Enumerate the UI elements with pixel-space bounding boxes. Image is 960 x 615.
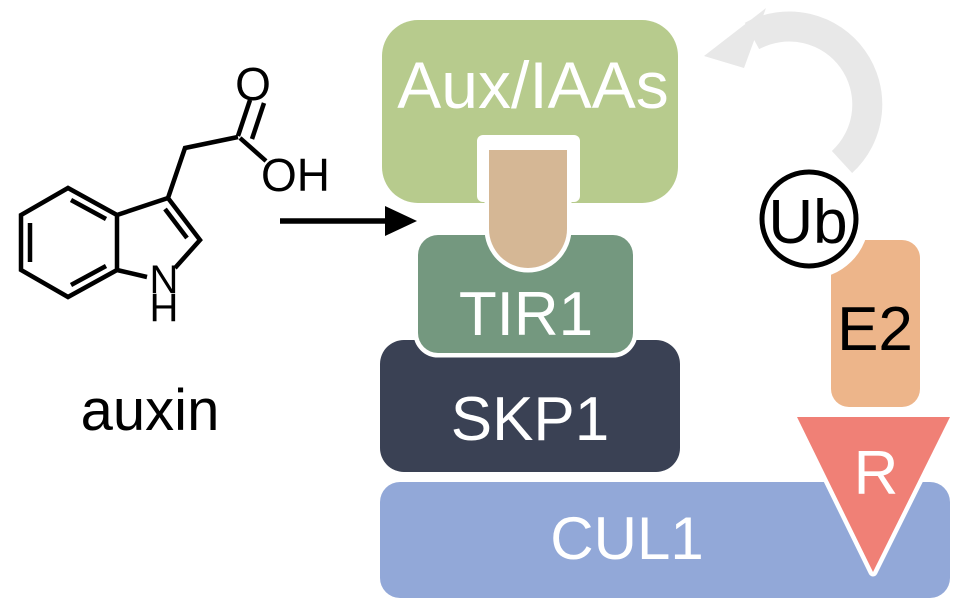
atom-label-h: H	[150, 286, 179, 330]
tir1-label: TIR1	[459, 280, 593, 349]
e2-label: E2	[837, 295, 913, 364]
auxin-label: auxin	[81, 378, 220, 443]
ub-label: Ub	[768, 188, 847, 257]
benzene-double-bond-bottom	[69, 264, 108, 287]
rbx-triangle	[792, 412, 955, 577]
carbonyl-bond-2	[249, 102, 267, 140]
atom-label-n: N	[150, 258, 179, 302]
acetic-acid-chain	[165, 134, 239, 199]
reaction-arrow-head	[385, 206, 417, 236]
benzene-ring	[18, 185, 120, 300]
carbonyl-bond-1	[235, 99, 253, 137]
pyrrole-ring	[116, 195, 203, 280]
skp1-label: SKP1	[451, 385, 610, 454]
cul1-label: CUL1	[550, 505, 703, 572]
auxin-molecule	[18, 99, 268, 300]
atom-labels: O OH N H	[150, 58, 330, 330]
aux-iaa-label: Aux/IAAs	[397, 48, 668, 122]
ub-circle	[759, 169, 859, 269]
skp1-block	[380, 340, 680, 472]
atom-label-o: O	[235, 58, 271, 110]
cycle-arrow-head	[704, 8, 766, 68]
reaction-arrow	[280, 206, 417, 236]
rbx-label: R	[854, 439, 899, 508]
cul1-block	[380, 482, 950, 598]
aux-iaa-block	[382, 20, 678, 203]
hydroxyl-bond	[238, 136, 268, 163]
cycle-arrow	[704, 8, 883, 174]
cycle-arrow-arc	[744, 11, 883, 174]
e2-block	[831, 240, 920, 407]
benzene-double-bond-top	[69, 198, 108, 221]
pyrrole-double-bond	[163, 207, 189, 240]
atom-label-oh: OH	[261, 149, 330, 201]
degron-peg	[484, 145, 572, 273]
